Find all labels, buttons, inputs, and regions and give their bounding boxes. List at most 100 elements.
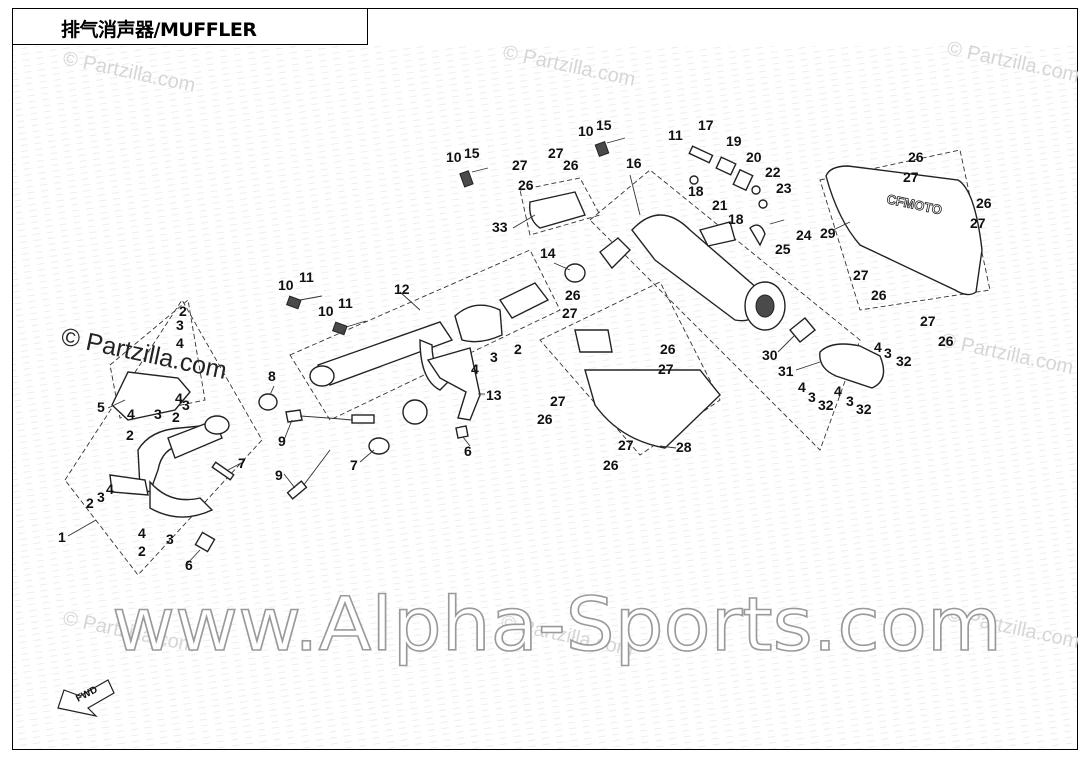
callout-27: 27: [903, 169, 919, 185]
callout-10: 10: [446, 149, 462, 165]
callout-21: 21: [712, 197, 728, 213]
callout-3: 3: [166, 531, 174, 547]
callout-4: 4: [874, 339, 882, 355]
leader-lines: [67, 174, 851, 566]
callout-4: 4: [176, 335, 184, 351]
callout-27: 27: [550, 393, 566, 409]
callout-25: 25: [775, 241, 791, 257]
callout-32: 32: [856, 401, 872, 417]
callout-19: 19: [726, 133, 742, 149]
callout-6: 6: [464, 443, 472, 459]
callout-24: 24: [796, 227, 812, 243]
nut-6: [455, 425, 469, 439]
header-pipe-lower: [149, 480, 214, 518]
callout-4: 4: [798, 379, 806, 395]
header-heat-shield: [111, 371, 191, 421]
callout-8: 8: [268, 368, 276, 384]
bolt-24: [769, 219, 785, 225]
callout-3: 3: [808, 389, 816, 405]
header-inlet-flange: [109, 474, 149, 496]
callout-27: 27: [970, 215, 986, 231]
callout-27: 27: [548, 145, 564, 161]
bolt-11: [299, 295, 323, 301]
o2-sensor-wire-2: [299, 449, 331, 491]
callout-12: 12: [394, 281, 410, 297]
callout-4: 4: [127, 406, 135, 422]
bolt-11b: [345, 320, 367, 328]
callout-18: 18: [728, 211, 744, 227]
callout-2: 2: [172, 409, 180, 425]
callout-2: 2: [138, 543, 146, 559]
callout-31: 31: [778, 363, 794, 379]
callout-27: 27: [562, 305, 578, 321]
callout-26: 26: [518, 177, 534, 193]
callout-10: 10: [578, 123, 594, 139]
callout-3: 3: [154, 406, 162, 422]
callout-11: 11: [299, 269, 314, 285]
callout-3: 3: [176, 317, 184, 333]
callout-2: 2: [126, 427, 134, 443]
callout-9: 9: [278, 433, 286, 449]
callout-2: 2: [514, 341, 522, 357]
callout-3: 3: [97, 489, 105, 505]
callout-4: 4: [175, 390, 183, 406]
callout-14: 14: [540, 245, 556, 261]
callout-7: 7: [238, 455, 246, 471]
callout-2: 2: [86, 495, 94, 511]
o2-sensor-body: [351, 414, 375, 424]
callout-4: 4: [471, 361, 479, 377]
callout-26: 26: [660, 341, 676, 357]
callout-26: 26: [563, 157, 579, 173]
callout-27: 27: [920, 313, 936, 329]
muffler-group-outline: [589, 169, 861, 451]
callout-10: 10: [318, 303, 334, 319]
o2-sensor-wire: [299, 415, 353, 421]
callout-5: 5: [97, 399, 105, 415]
callout-27: 27: [618, 437, 634, 453]
bolt-15b: [606, 137, 626, 144]
callout-4: 4: [138, 525, 146, 541]
site-watermark: www.Alpha-Sports.com: [112, 582, 1002, 668]
muffler-cover-29: [825, 165, 983, 296]
shield-28-outline: [539, 281, 721, 456]
shield-33-outline: [519, 177, 601, 236]
center-pipe-outlet: [498, 282, 550, 319]
page-title: 排气消声器/MUFFLER: [61, 19, 257, 41]
callout-22: 22: [765, 164, 781, 180]
callout-29: 29: [820, 225, 836, 241]
callout-27: 27: [512, 157, 528, 173]
callout-23: 23: [776, 180, 792, 196]
callout-26: 26: [976, 195, 992, 211]
muffler-outlet: [755, 294, 775, 318]
callout-30: 30: [762, 347, 778, 363]
heat-shield-33: [529, 191, 586, 229]
callout-11: 11: [668, 127, 683, 143]
callout-2: 2: [179, 303, 187, 319]
bushing-19: [715, 156, 737, 176]
callout-26: 26: [938, 333, 954, 349]
muffler-bracket: [698, 221, 736, 247]
callout-28: 28: [676, 439, 692, 455]
callout-26: 26: [908, 149, 924, 165]
spring-10d: [594, 141, 610, 157]
center-pipe-group-outline: [289, 249, 561, 421]
callout-32: 32: [818, 397, 834, 413]
callout-33: 33: [492, 219, 508, 235]
callout-26: 26: [871, 287, 887, 303]
muffler-heat-shield-28: [584, 369, 721, 449]
nut-23: [758, 199, 768, 209]
callout-18: 18: [688, 183, 704, 199]
muffler-inlet-flange: [599, 237, 631, 270]
bolt-17: [688, 145, 714, 164]
callout-16: 16: [626, 155, 642, 171]
callout-11: 11: [338, 295, 353, 311]
gasket-8: [258, 393, 278, 411]
callout-15: 15: [596, 117, 612, 133]
o2-sensor-connector: [285, 409, 303, 423]
header-nut: [194, 531, 216, 553]
gasket-30: [789, 317, 816, 343]
bracket-13: [426, 347, 481, 421]
bolt-15: [471, 167, 489, 173]
callout-27: 27: [658, 361, 674, 377]
